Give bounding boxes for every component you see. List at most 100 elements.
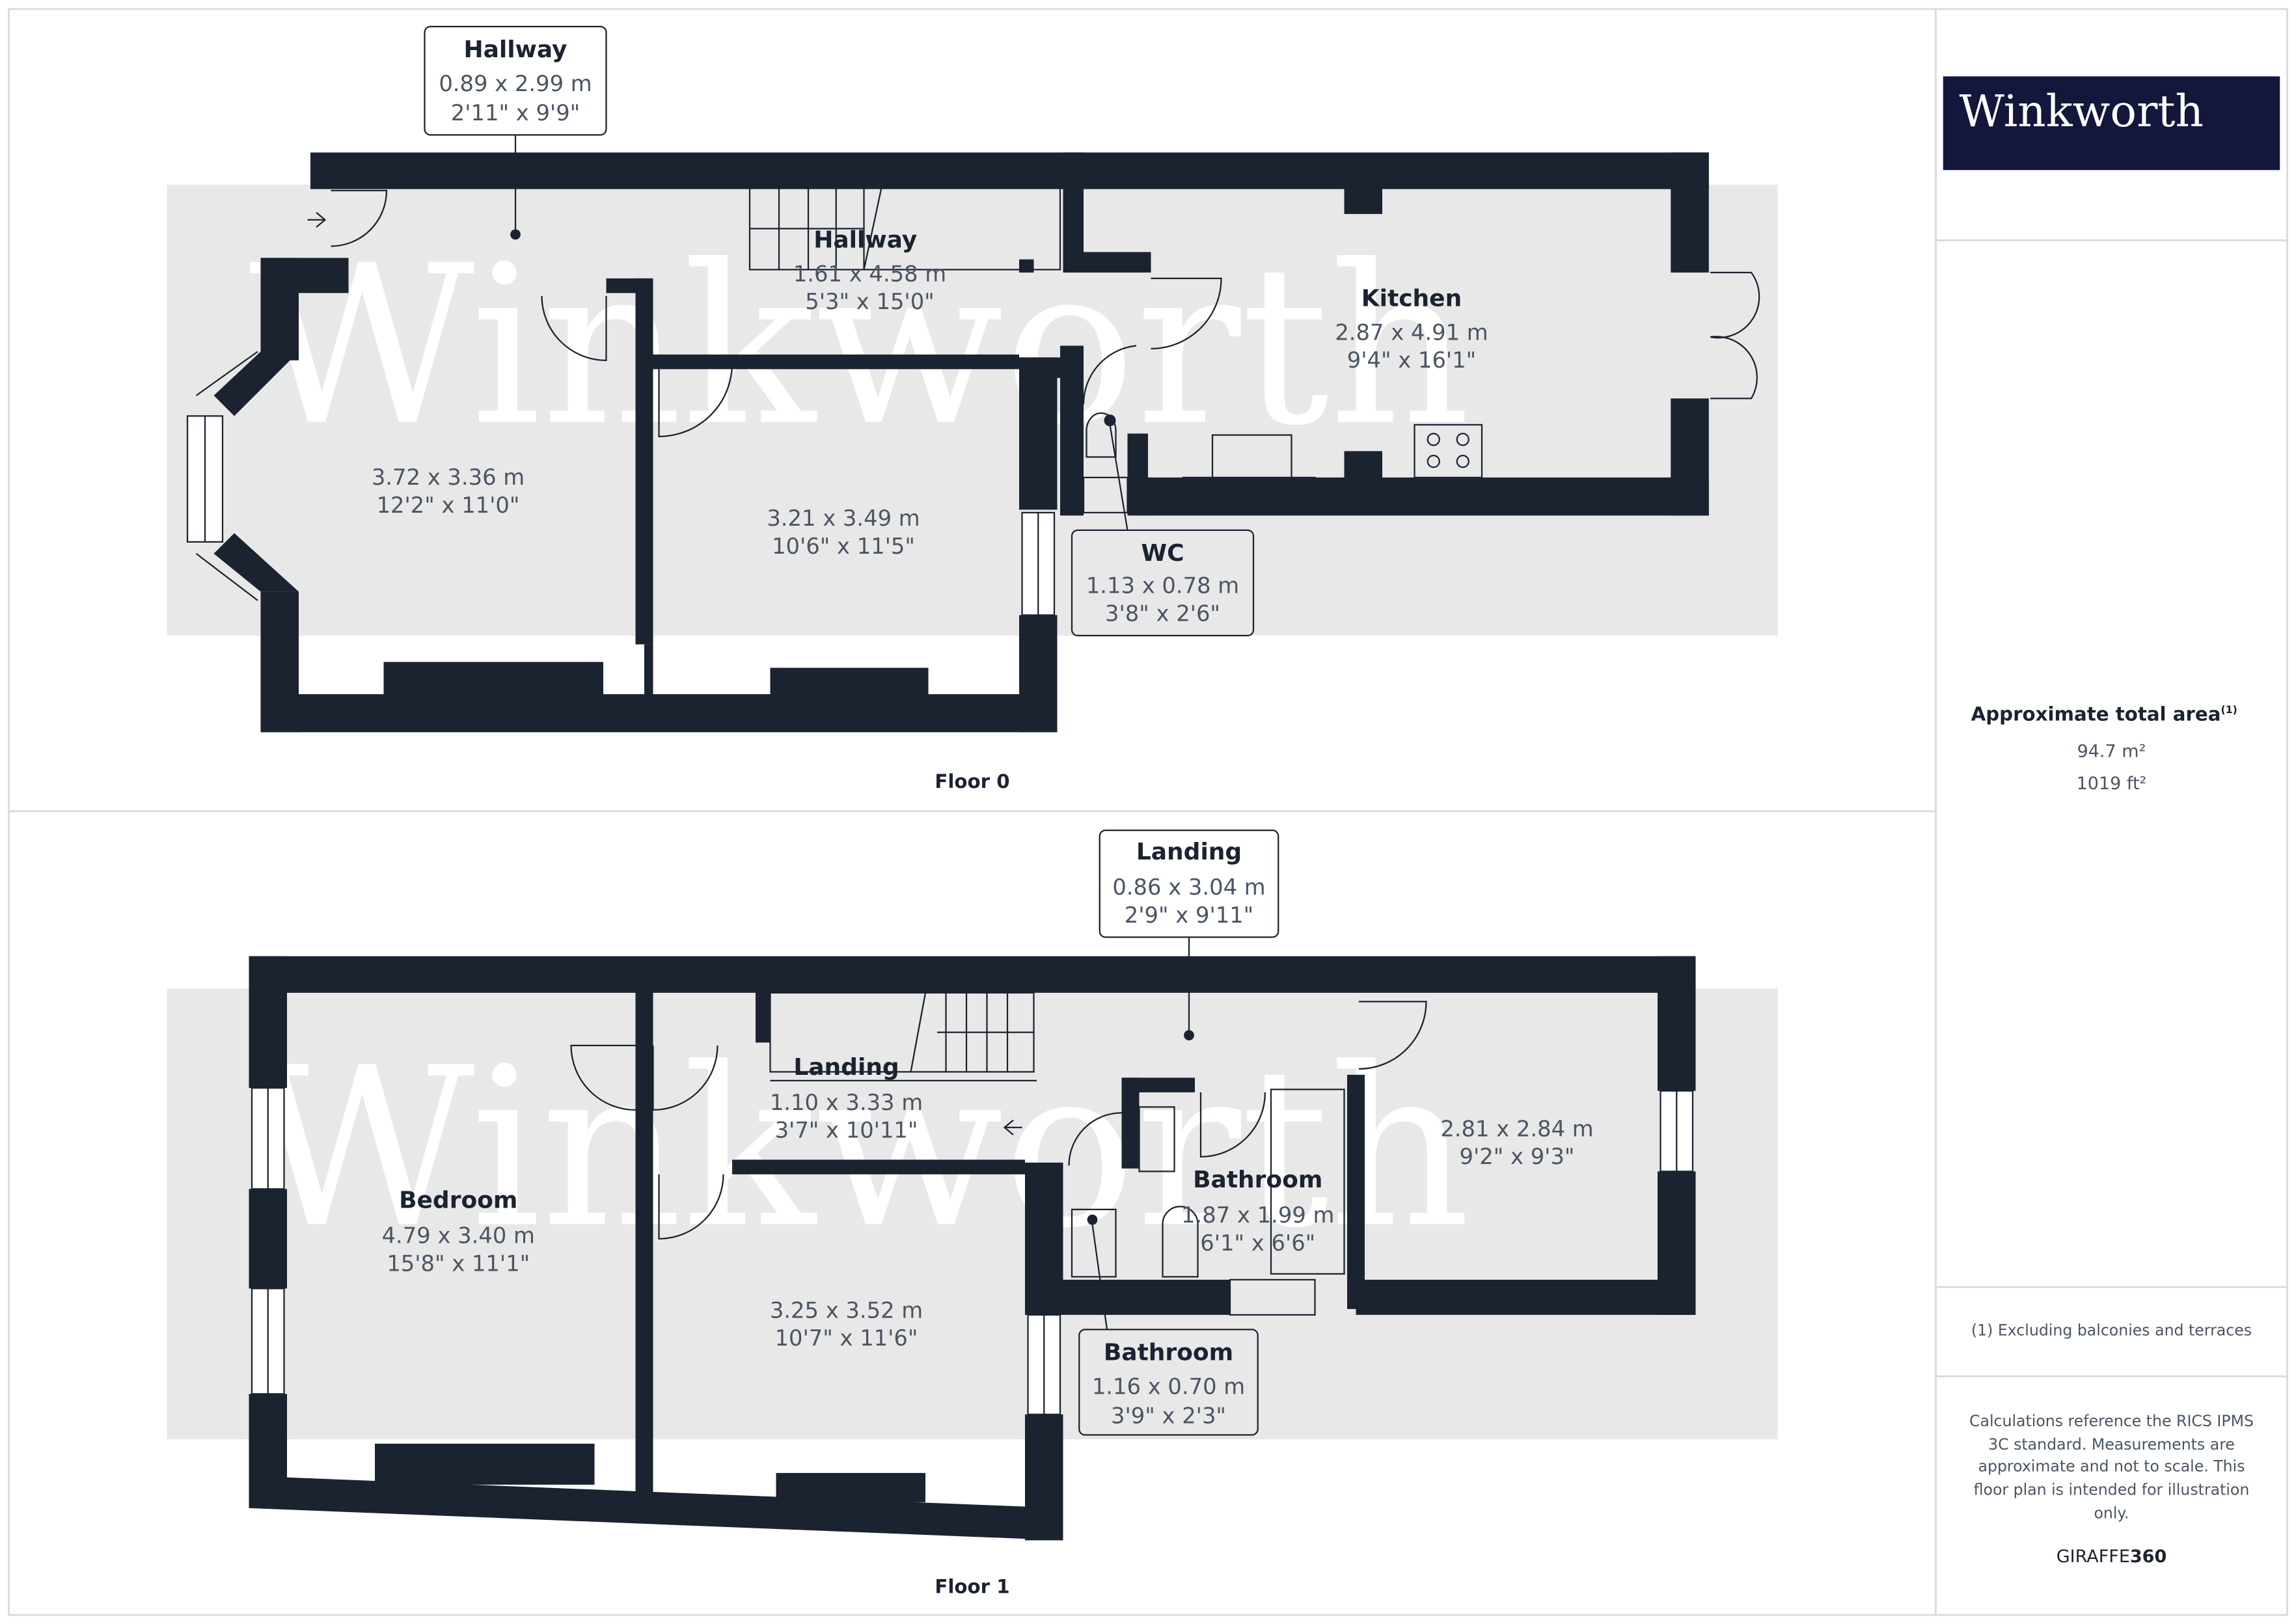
callout-metric: 0.89 x 2.99 m (439, 71, 592, 96)
chimney-breast (1344, 187, 1382, 214)
door-swing (658, 363, 733, 438)
chimney-breast (1344, 451, 1382, 481)
room-metric: 3.25 x 3.52 m (770, 1297, 923, 1323)
wall (635, 990, 653, 1517)
window (1082, 476, 1128, 513)
hob-ring (1456, 454, 1469, 468)
wall (644, 644, 653, 697)
disclaimer-line: 3C standard. Measurements are (1988, 1435, 2235, 1454)
callout-wc: WC 1.13 x 0.78 m 3'8" x 2'6" (1071, 424, 1255, 636)
hob-ring (1456, 433, 1469, 446)
area-title: Approximate total area(1) (1971, 703, 2237, 725)
arrow-icon (1003, 1119, 1022, 1135)
wall (1025, 1279, 1230, 1315)
footnote: (1) Excluding balconies and terraces (1971, 1321, 2252, 1339)
floor-0-background (167, 184, 1778, 636)
wall (1121, 1077, 1140, 1169)
wall (1127, 433, 1148, 516)
front-door-swing (331, 189, 388, 247)
fireplace (770, 668, 929, 697)
floor-0-plan: Winkworth (167, 25, 1778, 792)
room-metric: 4.79 x 3.40 m (382, 1223, 535, 1249)
disclaimer-line: Calculations reference the RICS IPMS (1969, 1412, 2254, 1430)
fireplace (383, 662, 603, 697)
callout-bathroom: Bathroom 1.16 x 0.70 m 3'9" x 2'3" (1078, 1224, 1259, 1436)
room-metric: 2.81 x 2.84 m (1440, 1116, 1593, 1141)
wall (1671, 152, 1709, 273)
sink (1211, 434, 1292, 480)
room-imperial: 12'2" x 11'0" (377, 493, 520, 518)
wall (1060, 345, 1084, 516)
room-imperial: 9'4" x 16'1" (1347, 347, 1476, 373)
area-footnote-marker: (1) (2221, 703, 2237, 716)
bay-wall (213, 351, 299, 416)
wall (310, 152, 1709, 189)
wall (260, 694, 1058, 733)
wall (1019, 357, 1058, 510)
floor-label: Floor 0 (935, 770, 1009, 792)
room-name: Hallway (813, 227, 917, 254)
hob-ring (1427, 433, 1440, 446)
callout-hallway: Hallway 0.89 x 2.99 m 2'11" x 9'9" (424, 25, 607, 235)
room-name: Landing (793, 1054, 899, 1081)
room-metric: 3.72 x 3.36 m (372, 465, 525, 490)
wall (249, 1189, 287, 1289)
callout-name: Landing (1136, 839, 1242, 865)
staircase (748, 187, 1061, 273)
wall (732, 1159, 1025, 1174)
callout-imperial: 3'9" x 2'3" (1111, 1403, 1226, 1428)
disclaimer-line: only. (2094, 1504, 2129, 1522)
room-name: Bathroom (1193, 1167, 1322, 1193)
toilet (1086, 412, 1117, 458)
wall (249, 1476, 1063, 1541)
door-swing (1151, 277, 1222, 349)
area-m2: 94.7 m² (2077, 742, 2146, 762)
room-imperial: 6'1" x 6'6" (1200, 1230, 1315, 1256)
wall (249, 956, 287, 1089)
wall (1063, 152, 1084, 270)
light-point-icon (1104, 414, 1116, 427)
area-title-text: Approximate total area (1971, 703, 2221, 725)
wall (756, 990, 771, 1043)
wall (1347, 1074, 1365, 1309)
disclaimer-line: approximate and not to scale. This (1978, 1457, 2245, 1476)
callout-name: Bathroom (1104, 1340, 1233, 1366)
disclaimer-line: floor plan is intended for illustration (1974, 1481, 2250, 1499)
window-pane (195, 552, 258, 601)
window (1229, 1279, 1316, 1316)
wall (1063, 252, 1151, 273)
wall (606, 278, 653, 293)
door-swing (541, 295, 607, 362)
door-swing (652, 1045, 718, 1111)
wall (249, 956, 1696, 993)
info-panel: Winkworth Approximate total area(1) 94.7… (1943, 76, 2280, 1567)
door-swing (658, 1174, 724, 1240)
logo-text: Winkworth (1960, 85, 2204, 137)
light-point-icon (1087, 1214, 1098, 1225)
watermark: Winkworth (249, 1020, 1471, 1276)
entry-arrow-icon (307, 211, 327, 228)
window (1182, 476, 1316, 513)
hob-ring (1427, 454, 1440, 468)
callout-metric: 1.16 x 0.70 m (1092, 1374, 1245, 1399)
wall (635, 278, 653, 645)
callout-landing: Landing 0.86 x 3.04 m 2'9" x 9'11" (1099, 830, 1279, 1036)
room-imperial: 10'6" x 11'5" (772, 534, 915, 559)
room-imperial: 10'7" x 11'6" (775, 1325, 918, 1351)
area-ft2: 1019 ft² (2077, 774, 2147, 794)
wall (1121, 1077, 1195, 1092)
callout-imperial: 2'9" x 9'11" (1125, 902, 1253, 928)
door-swing (1082, 345, 1137, 405)
callout-name: WC (1141, 540, 1184, 567)
wall (1658, 956, 1696, 1091)
wall (635, 990, 653, 1043)
room-imperial: 3'7" x 10'11" (775, 1118, 918, 1143)
watermark: Winkworth (249, 218, 1471, 474)
callout-imperial: 2'11" x 9'9" (451, 100, 580, 126)
room-metric: 1.10 x 3.33 m (770, 1090, 923, 1115)
door-swing (570, 1044, 636, 1111)
callout-imperial: 3'8" x 2'6" (1105, 601, 1220, 626)
callout-name: Hallway (463, 36, 567, 63)
